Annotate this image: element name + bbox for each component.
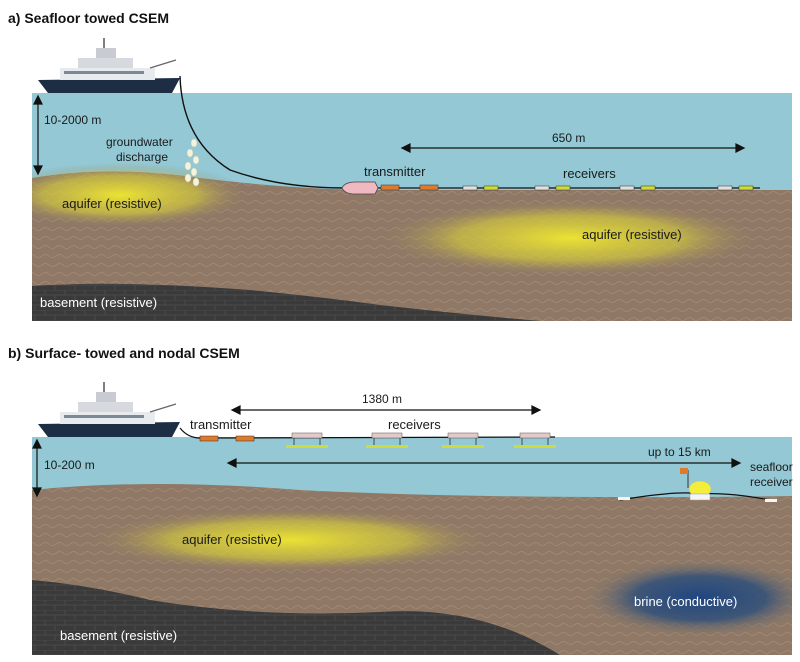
- transmitter-vehicle-a: [341, 181, 439, 195]
- depth-arrow-b: [32, 438, 42, 498]
- depth-arrow-a: [33, 94, 43, 176]
- basement-b: [32, 580, 560, 655]
- basement-label-a: basement (resistive): [40, 295, 157, 310]
- receiver-array-a: [462, 185, 754, 191]
- transmitter-label-a: transmitter: [364, 164, 426, 179]
- aquifer-b: [90, 508, 490, 572]
- research-vessel-b: [38, 382, 180, 437]
- panel-b-section: [32, 437, 792, 655]
- basement-a: [32, 283, 540, 321]
- seafloor-receiver-label-line2: receiver: [750, 475, 793, 489]
- receiver-array-b: [286, 432, 556, 448]
- range-arrow-b: [226, 458, 742, 468]
- depth-label-b: 10-200 m: [44, 458, 95, 472]
- aquifer-right-a: [380, 200, 760, 276]
- receivers-label-a: receivers: [563, 166, 616, 181]
- distance-label-b: 1380 m: [362, 392, 402, 406]
- distance-arrow-a: [400, 143, 746, 153]
- research-vessel-a: [38, 38, 180, 93]
- panel-a-section: [32, 93, 792, 321]
- distance-label-a: 650 m: [552, 131, 585, 145]
- discharge-label-line2: discharge: [116, 150, 168, 164]
- aquifer-left-label-a: aquifer (resistive): [62, 196, 162, 211]
- seafloor-receiver-label-line1: seafloor: [750, 460, 793, 474]
- tow-cable-a: [179, 75, 346, 189]
- aquifer-label-b: aquifer (resistive): [182, 532, 282, 547]
- brine-b: [580, 558, 792, 638]
- panel-a-title: a) Seafloor towed CSEM: [8, 10, 170, 26]
- panel-b-title: b) Surface- towed and nodal CSEM: [8, 345, 240, 361]
- aquifer-right-label-a: aquifer (resistive): [582, 227, 682, 242]
- range-label-b: up to 15 km: [648, 445, 711, 459]
- groundwater-discharge-bubbles: [184, 138, 200, 187]
- transmitter-label-b: transmitter: [190, 417, 252, 432]
- depth-label-a: 10-2000 m: [44, 113, 101, 127]
- discharge-label-line1: groundwater: [106, 135, 173, 149]
- brine-label-b: brine (conductive): [634, 594, 737, 609]
- receivers-label-b: receivers: [388, 417, 441, 432]
- basement-label-b: basement (resistive): [60, 628, 177, 643]
- distance-arrow-b: [230, 405, 542, 415]
- seafloor-receiver-node: [618, 468, 777, 502]
- transmitter-b: [199, 435, 255, 442]
